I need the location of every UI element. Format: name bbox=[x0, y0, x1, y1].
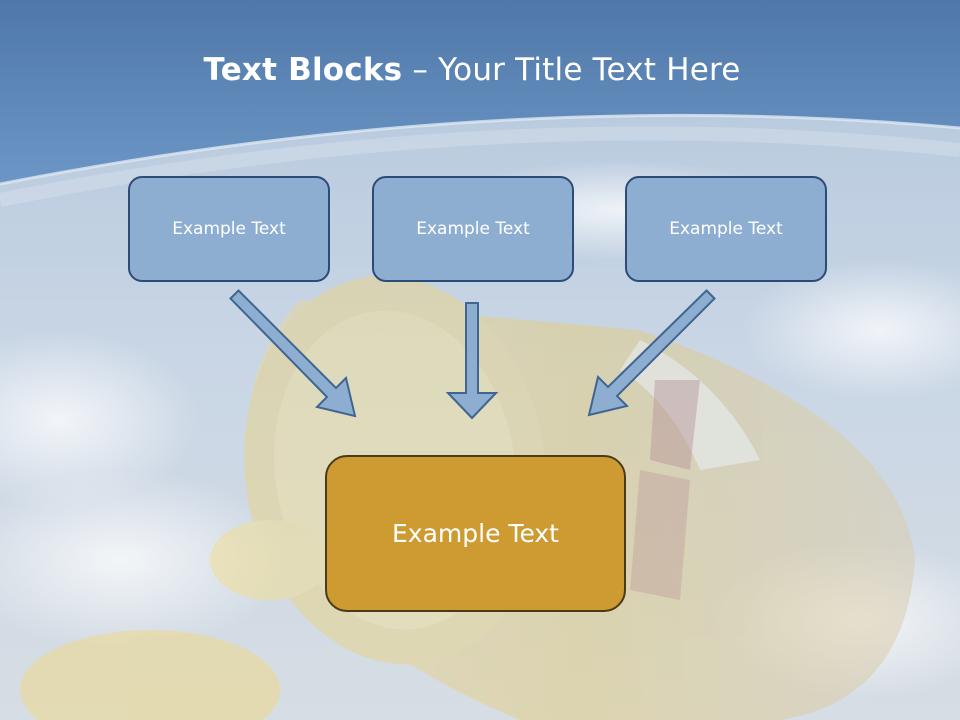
text-block-3-label: Example Text bbox=[669, 219, 783, 239]
slide-title: Text Blocks – Your Title Text Here bbox=[0, 52, 944, 88]
title-rest: Your Title Text Here bbox=[438, 52, 741, 88]
text-block-3[interactable]: Example Text bbox=[625, 176, 827, 282]
target-block[interactable]: Example Text bbox=[325, 455, 626, 612]
target-block-label: Example Text bbox=[392, 519, 559, 548]
text-block-1-label: Example Text bbox=[172, 219, 286, 239]
text-block-2[interactable]: Example Text bbox=[372, 176, 574, 282]
text-block-2-label: Example Text bbox=[416, 219, 530, 239]
text-block-1[interactable]: Example Text bbox=[128, 176, 330, 282]
title-separator: – bbox=[402, 52, 439, 88]
title-bold: Text Blocks bbox=[203, 52, 403, 88]
